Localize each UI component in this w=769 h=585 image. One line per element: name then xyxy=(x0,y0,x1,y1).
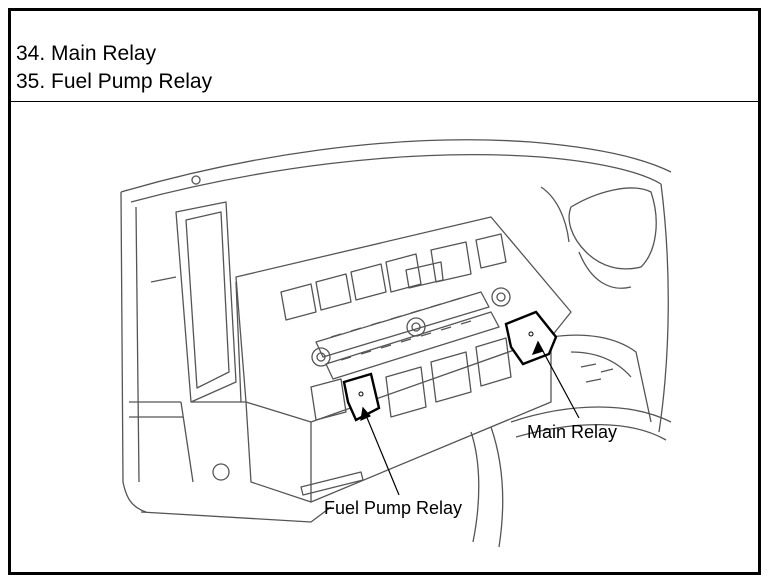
background-linework xyxy=(120,139,672,548)
fuel-pump-relay-leader xyxy=(362,407,400,496)
legend-item-35: 35. Fuel Pump Relay xyxy=(16,70,213,93)
main-relay-highlight xyxy=(504,310,558,366)
fuel-pump-relay-callout: Fuel Pump Relay xyxy=(324,498,462,518)
fuel-pump-relay-highlight xyxy=(342,372,381,422)
main-relay-callout: Main Relay xyxy=(527,422,617,442)
figure-header: 34. Main Relay 35. Fuel Pump Relay xyxy=(11,11,758,102)
fuel-pump-relay-arrowhead xyxy=(360,406,371,422)
leader-lines xyxy=(360,340,580,496)
legend-item-34: 34. Main Relay xyxy=(16,42,157,65)
engine-bay-line-drawing: Main Relay Fuel Pump Relay xyxy=(120,139,672,548)
main-relay-arrowhead xyxy=(531,340,544,355)
figure-frame: 34. Main Relay 35. Fuel Pump Relay xyxy=(8,8,761,575)
main-relay-leader xyxy=(537,341,580,419)
relay-box-illustration: Main Relay Fuel Pump Relay xyxy=(11,102,758,572)
relay-detail xyxy=(358,331,534,397)
